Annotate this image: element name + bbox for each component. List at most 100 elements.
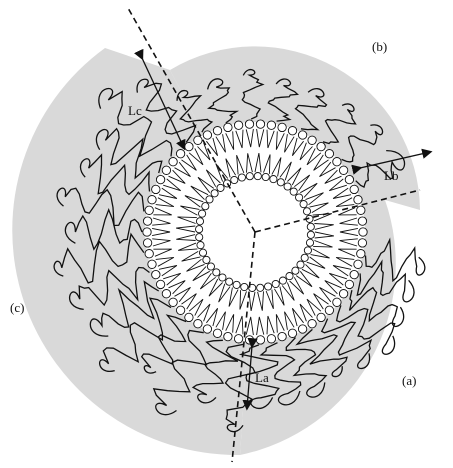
outer-lipid-head xyxy=(234,335,242,343)
outer-lipid-head xyxy=(308,136,316,144)
outer-lipid-head xyxy=(298,325,306,333)
outer-lipid-head xyxy=(169,158,177,166)
outer-lipid-head xyxy=(152,270,160,278)
outer-lipid-head xyxy=(298,131,306,139)
outer-lipid-head xyxy=(350,270,358,278)
outer-lipid-head xyxy=(156,280,164,288)
outer-lipid-head xyxy=(317,142,325,150)
outer-lipid-head xyxy=(288,127,296,135)
outer-lipid-head xyxy=(245,120,253,128)
outer-lipid-head xyxy=(213,127,221,135)
outer-lipid-head xyxy=(359,228,367,236)
outer-lipid-head xyxy=(148,260,156,268)
inner-lipid-head xyxy=(196,234,203,241)
inner-lipid-head xyxy=(306,239,313,246)
outer-lipid-head xyxy=(354,260,362,268)
inner-lipid-head xyxy=(199,210,206,217)
inner-lipid-head xyxy=(226,278,233,285)
inner-lipid-head xyxy=(307,231,314,238)
inner-lipid-head xyxy=(272,280,279,287)
label-lc: Lc xyxy=(128,103,142,118)
outer-lipid-head xyxy=(194,136,202,144)
label-lb: Lb xyxy=(384,168,398,183)
inner-lipid-head xyxy=(279,277,286,284)
inner-lipid-head xyxy=(270,176,277,183)
outer-lipid-head xyxy=(245,336,253,344)
outer-lipid-head xyxy=(224,123,232,131)
outer-lipid-head xyxy=(203,131,211,139)
label-a: (a) xyxy=(402,373,416,388)
outer-lipid-head xyxy=(308,320,316,328)
inner-lipid-head xyxy=(296,194,303,201)
outer-lipid-head xyxy=(288,329,296,337)
outer-lipid-head xyxy=(162,166,170,174)
outer-lipid-head xyxy=(224,332,232,340)
outer-lipid-head xyxy=(203,325,211,333)
outer-lipid-head xyxy=(339,290,347,298)
inner-lipid-head xyxy=(304,247,311,254)
outer-lipid-head xyxy=(357,250,365,258)
inner-lipid-head xyxy=(290,188,297,195)
outer-lipid-head xyxy=(339,166,347,174)
inner-lipid-head xyxy=(196,218,203,225)
outer-lipid-head xyxy=(145,250,153,258)
outer-lipid-head xyxy=(169,298,177,306)
inner-lipid-head xyxy=(257,284,264,291)
inner-lipid-head xyxy=(217,184,224,191)
outer-lipid-head xyxy=(256,336,264,344)
inner-lipid-head xyxy=(203,256,210,263)
inner-lipid-head xyxy=(292,267,299,274)
inner-lipid-head xyxy=(196,226,203,233)
inner-lipid-head xyxy=(277,179,284,186)
outer-lipid-head xyxy=(325,150,333,158)
outer-lipid-head xyxy=(267,121,275,129)
outer-lipid-head xyxy=(185,313,193,321)
outer-lipid-head xyxy=(143,228,151,236)
label-la: La xyxy=(255,370,269,385)
outer-lipid-head xyxy=(345,280,353,288)
inner-lipid-head xyxy=(211,190,218,197)
outer-lipid-head xyxy=(185,142,193,150)
outer-lipid-head xyxy=(278,332,286,340)
inner-lipid-head xyxy=(238,174,245,181)
outer-lipid-head xyxy=(350,185,358,193)
outer-lipid-head xyxy=(152,185,160,193)
inner-lipid-head xyxy=(213,269,220,276)
outer-lipid-head xyxy=(176,306,184,314)
outer-lipid-head xyxy=(143,239,151,247)
outer-lipid-head xyxy=(325,306,333,314)
inner-lipid-head xyxy=(202,203,209,210)
outer-lipid-head xyxy=(145,206,153,214)
inner-lipid-head xyxy=(284,183,291,190)
outer-lipid-head xyxy=(213,329,221,337)
inner-lipid-head xyxy=(197,242,204,249)
outer-lipid-head xyxy=(345,175,353,183)
inner-lipid-head xyxy=(303,208,310,215)
outer-lipid-head xyxy=(317,313,325,321)
inner-lipid-head xyxy=(265,283,272,290)
outer-lipid-head xyxy=(278,123,286,131)
inner-lipid-head xyxy=(307,223,314,230)
outer-lipid-head xyxy=(354,196,362,204)
inner-lipid-head xyxy=(219,274,226,281)
inner-lipid-head xyxy=(207,263,214,270)
inner-lipid-head xyxy=(199,249,206,256)
label-b: (b) xyxy=(372,39,387,54)
inner-lipid-head xyxy=(254,173,261,180)
outer-lipid-head xyxy=(358,239,366,247)
outer-lipid-head xyxy=(358,217,366,225)
outer-lipid-head xyxy=(256,120,264,128)
outer-lipid-head xyxy=(357,206,365,214)
outer-lipid-head xyxy=(267,335,275,343)
inner-lipid-head xyxy=(300,201,307,208)
outer-lipid-head xyxy=(176,150,184,158)
outer-lipid-head xyxy=(162,290,170,298)
outer-lipid-head xyxy=(333,158,341,166)
outer-lipid-head xyxy=(156,175,164,183)
inner-lipid-head xyxy=(297,261,304,268)
inner-lipid-head xyxy=(301,254,308,261)
inner-lipid-head xyxy=(241,283,248,290)
inner-lipid-head xyxy=(286,273,293,280)
inner-lipid-head xyxy=(246,173,253,180)
